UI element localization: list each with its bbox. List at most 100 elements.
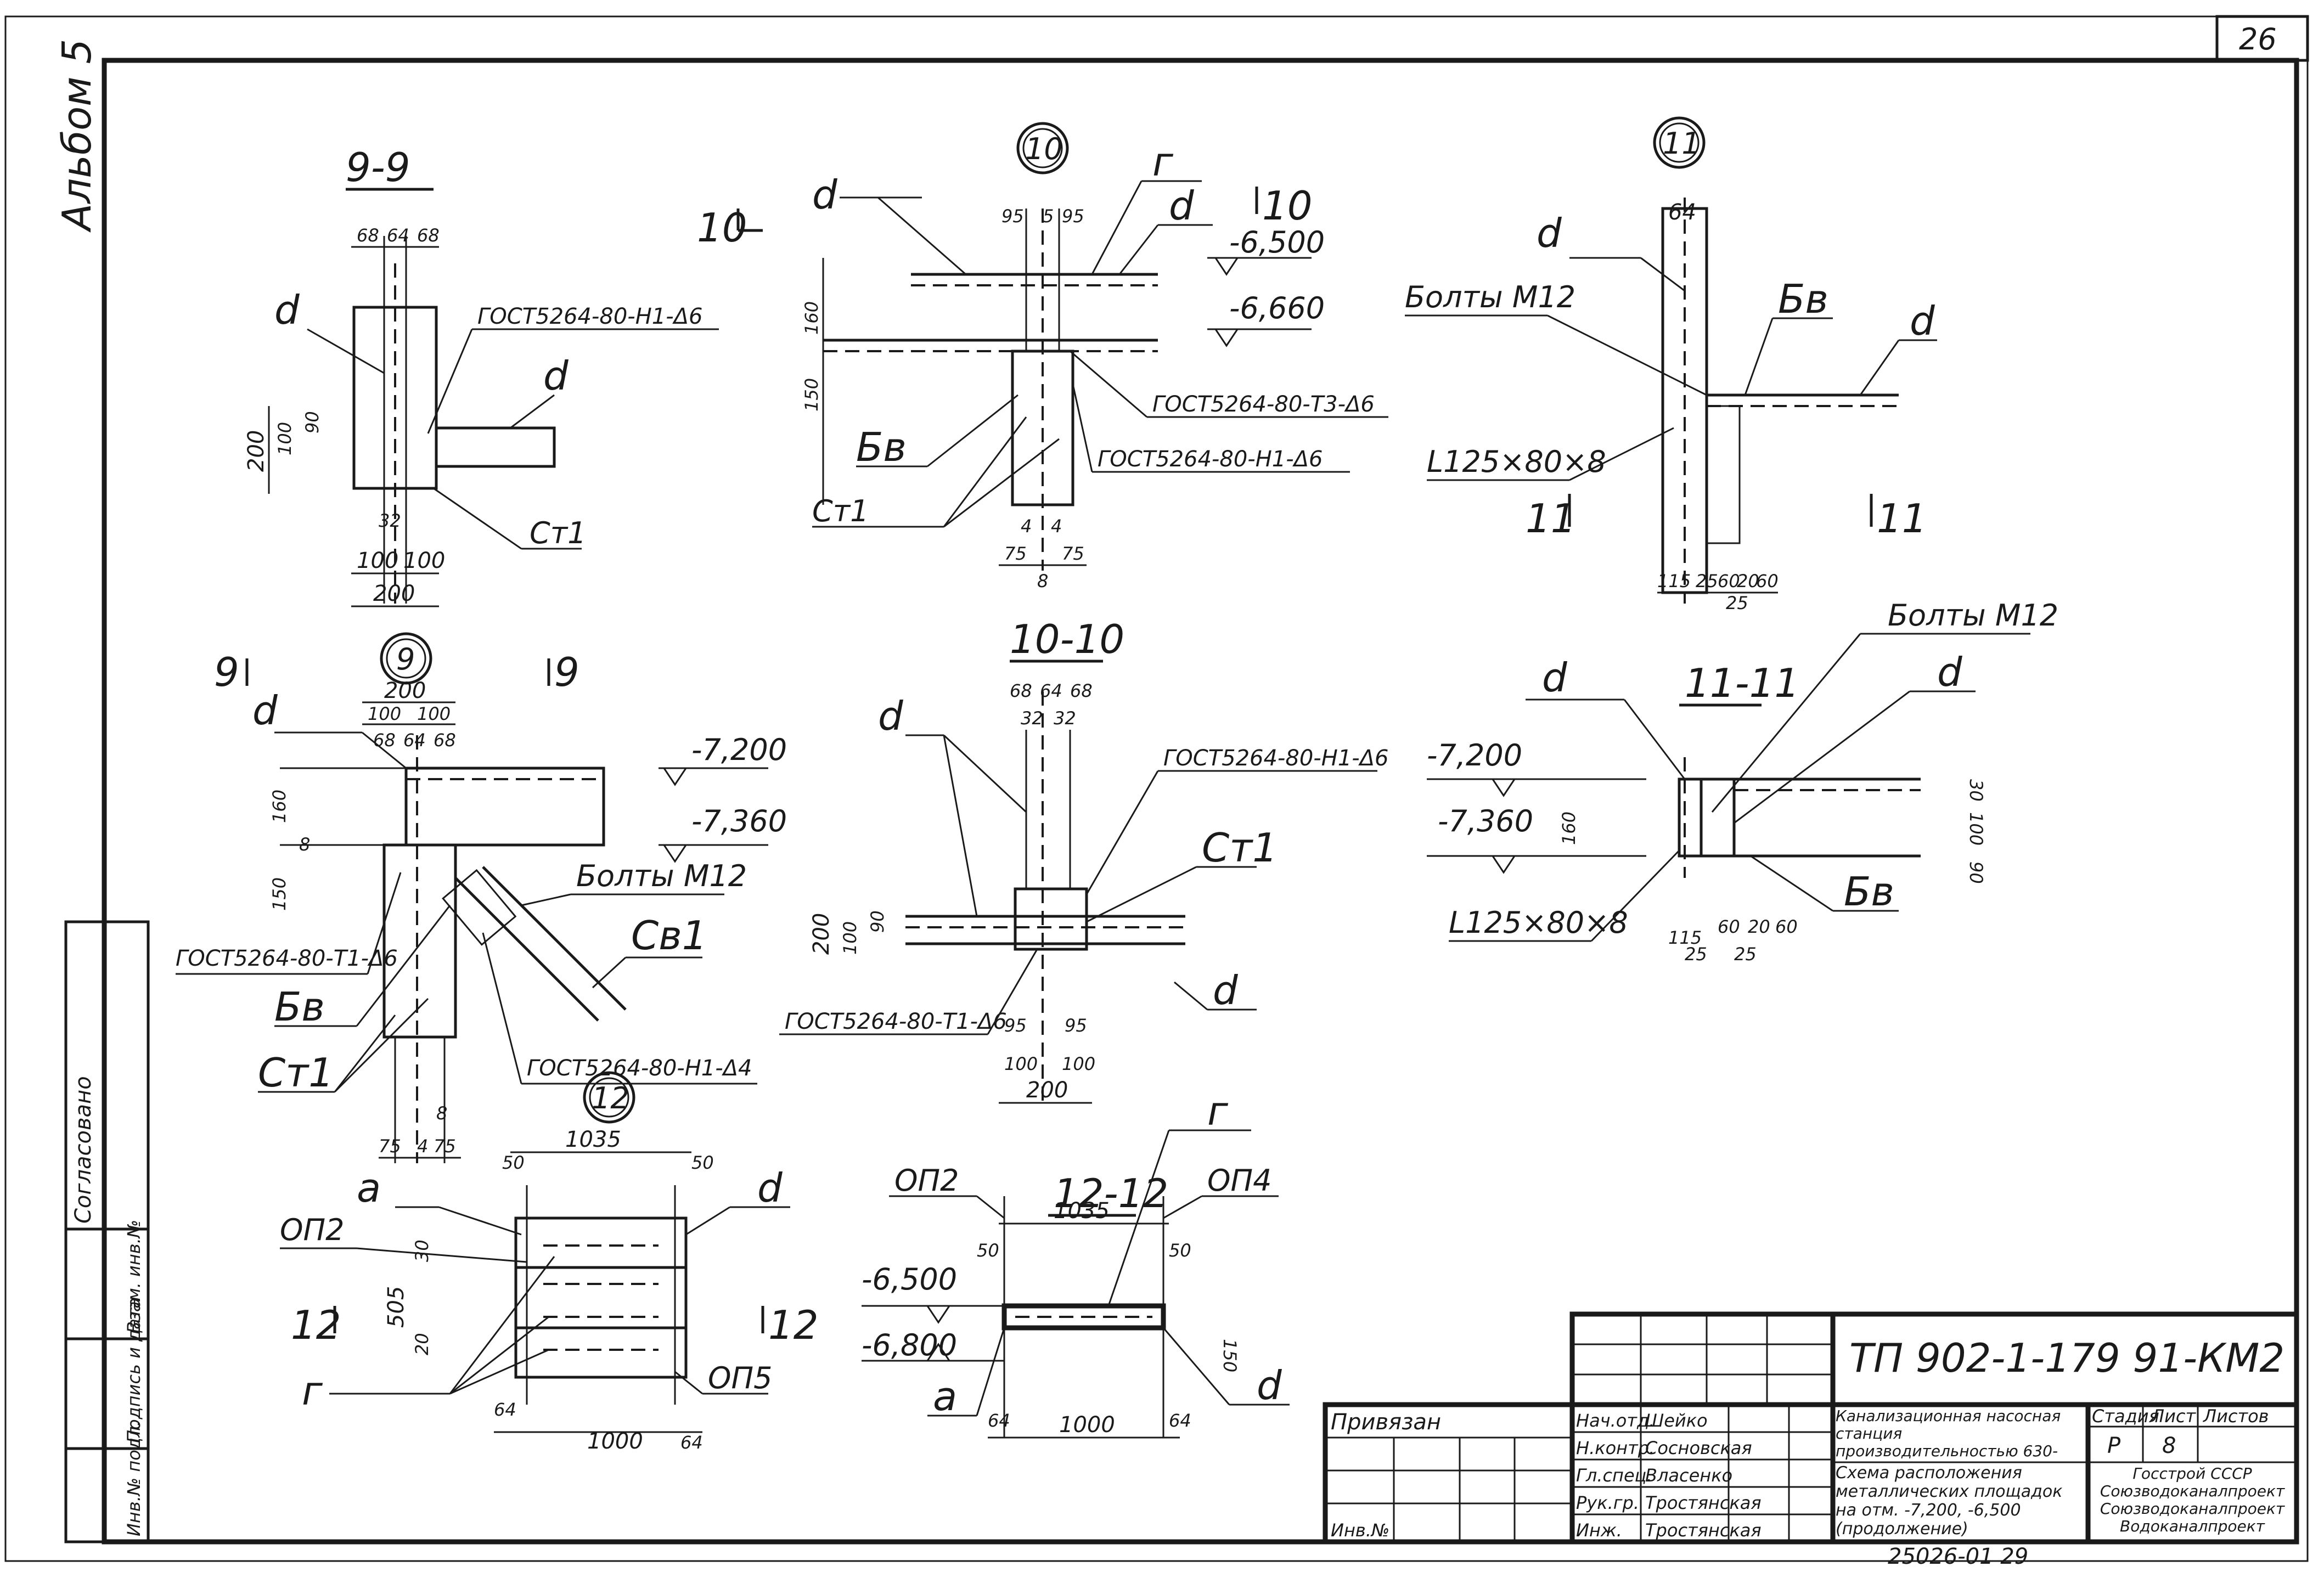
node-9: 9 9 9 200 100 100 68 64 68 160 150 8 -7,… — [176, 632, 787, 1163]
label-1111-bv: Бв — [1844, 869, 1894, 915]
dim-n12-20: 20 — [412, 1333, 432, 1355]
dim-n9-100b: 100 — [417, 703, 451, 724]
dim-n9-100a: 100 — [368, 703, 401, 724]
node-11-label: 11 — [1663, 126, 1701, 161]
cut-9-right: 9 — [554, 649, 579, 695]
dim-9-100a: 100 — [357, 548, 398, 573]
sheet-head: Лист — [2151, 1406, 2196, 1427]
dim-n9-75a: 75 — [379, 1136, 401, 1157]
gost-1010-t1: ГОСТ5264-80-Т1-Δ6 — [785, 1009, 1007, 1034]
gost-n9-t1: ГОСТ5264-80-Т1-Δ6 — [176, 946, 398, 971]
label-11-d2: d — [1910, 298, 1935, 344]
dim-1212-1000: 1000 — [1059, 1412, 1115, 1438]
name-1: Сосновская — [1645, 1438, 1752, 1458]
dim-n12-30: 30 — [412, 1239, 432, 1262]
label-9-st1: Ст1 — [530, 516, 587, 550]
organization: Госстрой СССР Союзводоканалпроект Союзво… — [2100, 1465, 2285, 1535]
label-n12-d: d — [757, 1165, 783, 1211]
dim-1212-50b: 50 — [1169, 1240, 1191, 1261]
dim-1212-150: 150 — [1219, 1339, 1240, 1372]
dim-n12-64a: 64 — [494, 1399, 516, 1420]
dim-11-60a: 60 — [1718, 571, 1740, 591]
level-1111-7200: -7,200 — [1427, 738, 1522, 773]
role-4: Инж. — [1576, 1520, 1622, 1541]
cut-9-left: 9 — [214, 649, 239, 695]
level-10-6660: -6,660 — [1229, 291, 1325, 325]
dim-11-25b: 25 — [1726, 593, 1748, 613]
name-3: Тростянская — [1645, 1492, 1762, 1513]
label-n9-bv: Бв — [274, 984, 325, 1030]
label-1212-g: г — [1207, 1088, 1229, 1134]
role-2: Гл.спец. — [1576, 1465, 1652, 1486]
cut-12-left: 12 — [291, 1302, 341, 1348]
dim-1111-90: 90 — [1966, 861, 1987, 884]
label-11-d: d — [1537, 210, 1562, 256]
sheets-head: Листов — [2203, 1406, 2269, 1427]
dim-10-95a: 95 — [1001, 206, 1024, 227]
label-n12-g: г — [302, 1368, 323, 1414]
stage-head: Стадия — [2092, 1406, 2159, 1427]
dim-1111-100: 100 — [1966, 812, 1987, 846]
dim-n9-68b: 68 — [434, 730, 456, 751]
page-number: 26 — [2239, 22, 2277, 57]
inv-orig-label: Инв.№ подл. — [123, 1421, 144, 1536]
label-n12-op2: ОП2 — [280, 1213, 344, 1247]
dim-n9-8b: 8 — [436, 1103, 447, 1124]
section-title-11-11: 11-11 — [1685, 660, 1799, 706]
dim-9-68a: 68 — [357, 225, 379, 246]
label-n9-st1: Ст1 — [258, 1050, 334, 1096]
node-10: 10 10 10 95 5 95 160 150 4 4 75 75 8 -6,… — [697, 122, 1388, 591]
dim-1111-115: 115 — [1668, 927, 1702, 948]
label-1111-d: d — [1542, 655, 1568, 701]
dim-1212-1035: 1035 — [1054, 1198, 1110, 1224]
dim-1010-100b: 100 — [1062, 1053, 1095, 1074]
gost-10-t3: ГОСТ5264-80-Т3-Δ6 — [1152, 392, 1375, 417]
bottom-code: 25026-01 29 — [1888, 1544, 2028, 1569]
label-1111-d2: d — [1937, 649, 1963, 695]
dim-n9-150: 150 — [269, 877, 290, 911]
signature-label: Подпись и дата — [123, 1298, 144, 1443]
approval-strip: Согласовано Взам. инв.№ Подпись и дата И… — [64, 920, 150, 1543]
role-3: Рук.гр. — [1576, 1492, 1639, 1513]
dim-9-64: 64 — [387, 225, 409, 246]
stage-value: Р — [2107, 1433, 2121, 1458]
dim-11-25: 25 — [1696, 571, 1718, 591]
album-label: Альбом 5 — [54, 39, 100, 233]
level-n9-7360: -7,360 — [691, 804, 787, 838]
title-block: ТП 902-1-179 91-КМ2 Привязан Инв.№ Нач.о… — [1323, 1311, 2299, 1569]
label-11-angle: L125×80×8 — [1427, 444, 1606, 479]
cut-10-left: 10 — [697, 205, 747, 251]
role-1: Н.контр. — [1576, 1438, 1655, 1458]
dim-n12-505: 505 — [384, 1286, 409, 1328]
label-n9-sv1: Св1 — [631, 912, 707, 959]
dim-11-60b: 60 — [1756, 571, 1779, 591]
dim-10-8: 8 — [1037, 571, 1048, 591]
agreed-label: Согласовано — [71, 1076, 96, 1224]
dim-1111-25a: 25 — [1685, 944, 1707, 965]
label-1212-op4: ОП4 — [1207, 1163, 1271, 1198]
dim-10-160: 160 — [801, 301, 822, 335]
label-n12-op5: ОП5 — [708, 1361, 772, 1395]
dim-n9-4: 4 — [417, 1136, 428, 1157]
dim-9-90: 90 — [302, 411, 323, 433]
node-12: 12 1035 50 50 а ОП2 d 30 505 20 12 12 г — [280, 1071, 819, 1454]
dim-n9-68a: 68 — [373, 730, 396, 751]
dim-10-75a: 75 — [1004, 543, 1027, 564]
label-10-st1: Ст1 — [812, 494, 869, 528]
bound-label: Привязан — [1331, 1410, 1441, 1435]
label-11-bolts: Болты М12 — [1405, 280, 1575, 314]
dim-9-200: 200 — [244, 430, 269, 472]
label-10-d2: d — [1169, 183, 1195, 229]
dim-1010-200b: 200 — [1026, 1078, 1068, 1103]
dim-9-100: 100 — [274, 422, 295, 455]
dim-1010-64: 64 — [1040, 680, 1062, 701]
dim-1010-200: 200 — [809, 913, 834, 955]
gost-10-h1: ГОСТ5264-80-Н1-Δ6 — [1098, 447, 1323, 472]
dim-1010-68b: 68 — [1070, 680, 1093, 701]
label-10-d: d — [812, 172, 838, 218]
level-1212-6500: -6,500 — [862, 1262, 957, 1297]
level-n9-7200: -7,200 — [691, 733, 787, 767]
label-1212-a: а — [933, 1373, 957, 1419]
label-10-bv: Бв — [856, 424, 907, 470]
